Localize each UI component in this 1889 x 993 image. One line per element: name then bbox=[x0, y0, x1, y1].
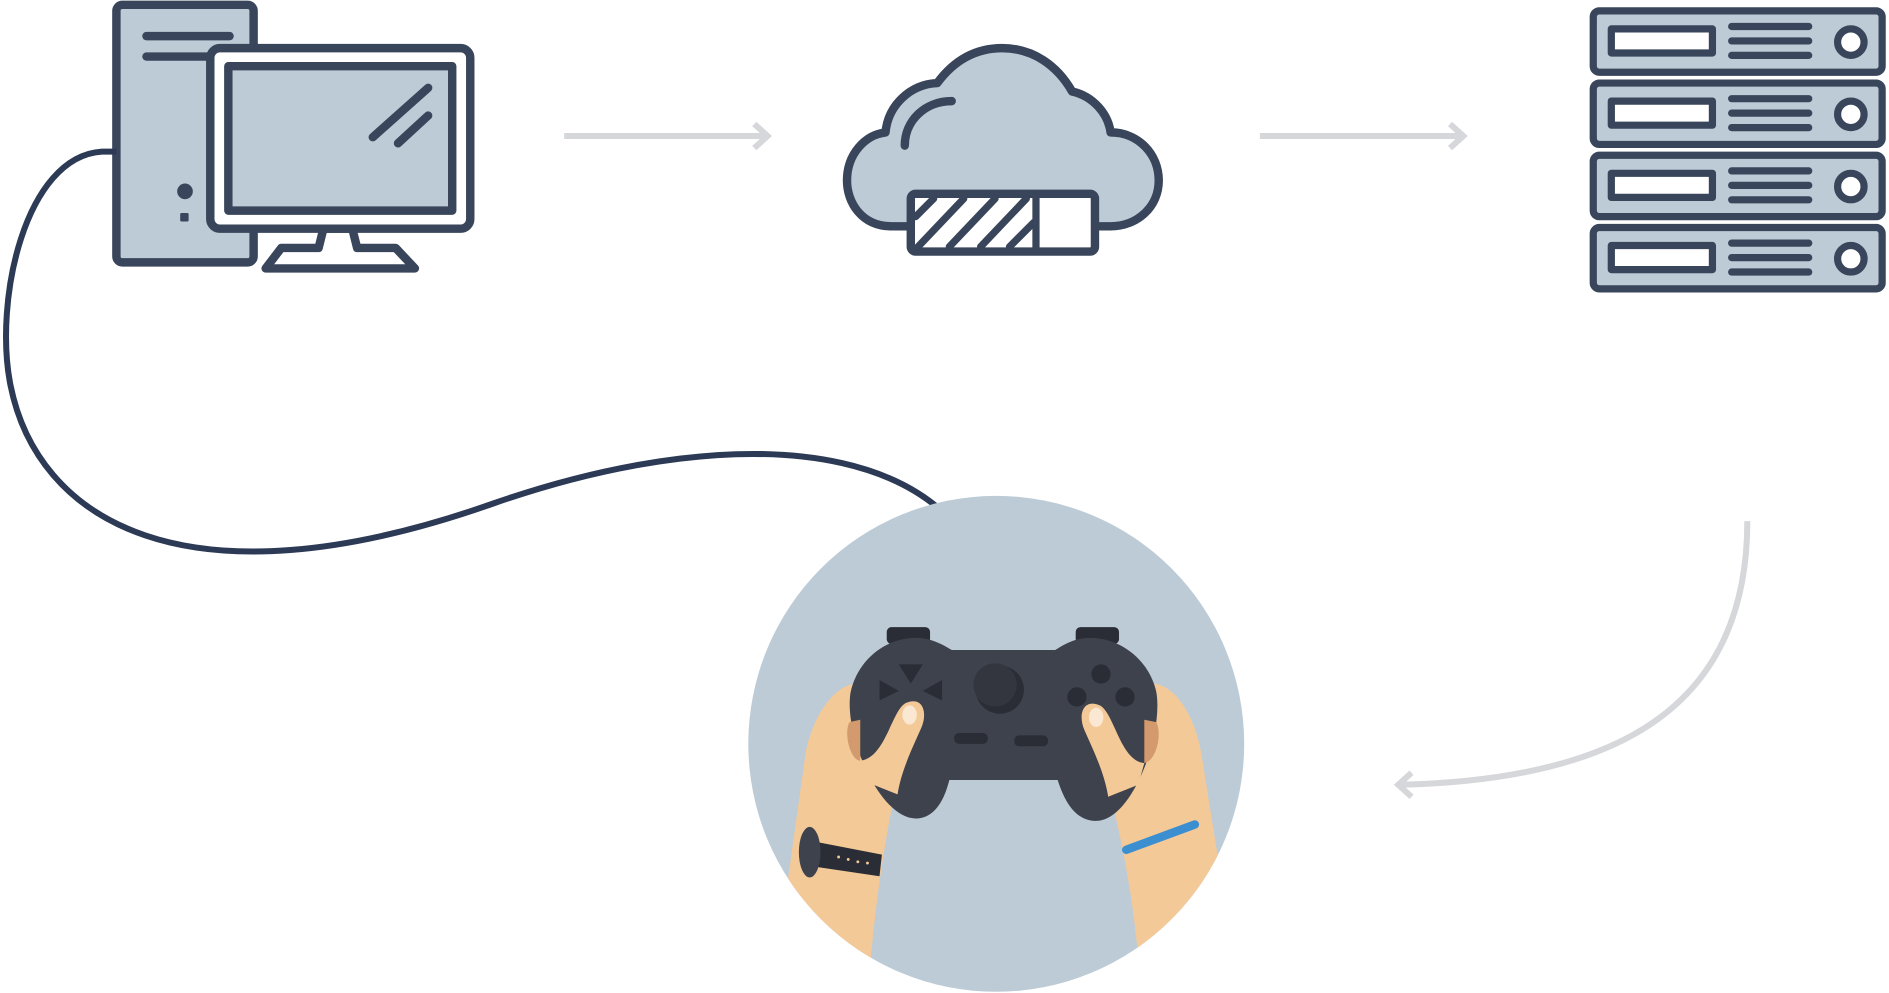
start-button bbox=[1014, 735, 1049, 747]
cloud-highlight bbox=[900, 96, 956, 150]
analog-stick-top bbox=[973, 663, 1017, 707]
wristwatch-icon bbox=[798, 826, 882, 878]
power-button bbox=[177, 183, 193, 200]
progress-stripes bbox=[912, 192, 1040, 253]
cloud-shape bbox=[842, 43, 1163, 231]
server-unit bbox=[1589, 223, 1886, 293]
tower-led bbox=[180, 213, 189, 222]
left-fingers bbox=[847, 719, 861, 761]
monitor-screen bbox=[224, 61, 457, 215]
server-rack-icon bbox=[1589, 7, 1886, 293]
select-button bbox=[954, 733, 988, 744]
right-thumb bbox=[1081, 703, 1145, 797]
left-thumb bbox=[860, 701, 925, 795]
controller-body bbox=[849, 637, 1158, 821]
arrow-right-icon bbox=[1259, 121, 1468, 151]
wristband bbox=[1122, 820, 1200, 854]
curved-arrow-icon bbox=[1393, 521, 1751, 800]
server-unit bbox=[1589, 151, 1886, 221]
screen-glare bbox=[393, 111, 433, 148]
gamepad-hands-icon bbox=[748, 495, 1245, 992]
desktop-computer-icon bbox=[112, 0, 475, 273]
left-thumbnail bbox=[902, 705, 917, 725]
controller-cable bbox=[3, 148, 1003, 656]
right-thumbnail bbox=[1088, 707, 1104, 727]
server-unit bbox=[1589, 7, 1886, 76]
right-fingers bbox=[1144, 719, 1159, 764]
screen-glare bbox=[368, 83, 433, 142]
arrow-right-icon bbox=[564, 121, 773, 151]
monitor-stand bbox=[261, 224, 420, 273]
server-unit bbox=[1589, 79, 1886, 149]
dpad-icon bbox=[879, 664, 943, 701]
cloud-upload-progress-icon bbox=[842, 43, 1163, 256]
face-buttons-icon bbox=[1067, 664, 1135, 707]
